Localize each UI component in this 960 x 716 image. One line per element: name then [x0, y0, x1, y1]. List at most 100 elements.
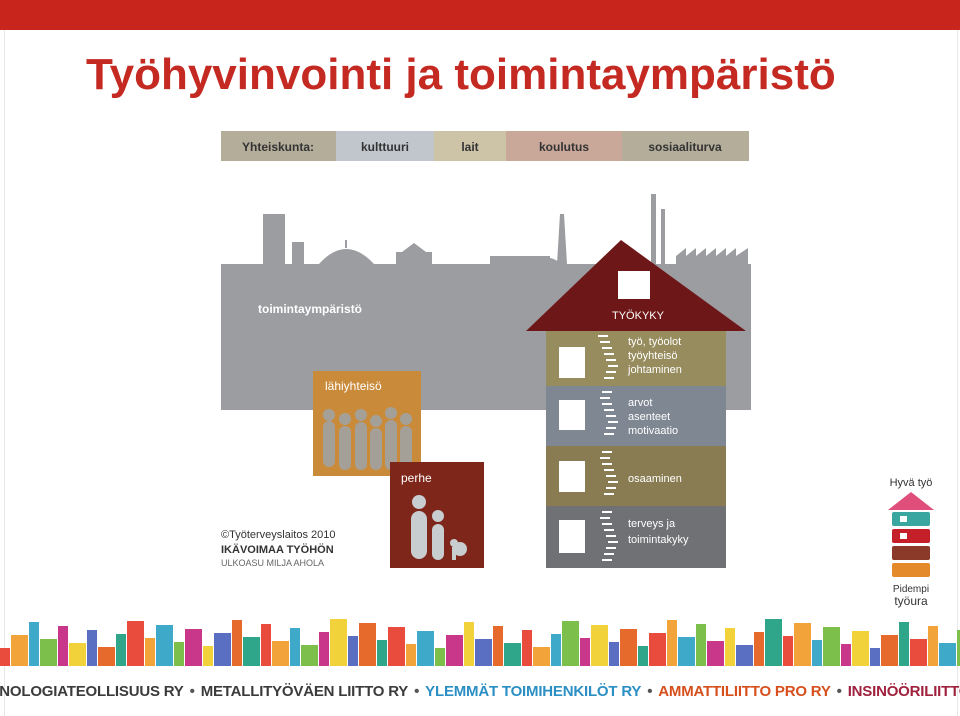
city-building — [232, 620, 242, 666]
family-box — [390, 462, 484, 568]
logo-block-2 — [892, 529, 930, 543]
society-item-box-0 — [336, 131, 434, 161]
city-building — [261, 624, 271, 666]
logo-block-4 — [892, 563, 930, 577]
church-base — [396, 252, 432, 264]
city-building — [736, 645, 753, 666]
city-building — [649, 633, 666, 666]
city-building — [562, 621, 579, 666]
roof-label: TYÖKYKY — [612, 310, 665, 322]
diagram-svg: Yhteiskunta: kulttuuri lait koulutus sos… — [221, 131, 751, 568]
city-building — [504, 643, 521, 666]
floor-2-line-2: asenteet — [628, 411, 670, 423]
city-building — [40, 639, 57, 666]
dome-spire — [345, 240, 347, 248]
environment-label: toimintaympäristö — [258, 302, 362, 316]
floor-4-line-2: toimintakyky — [628, 534, 689, 546]
city-building — [388, 627, 405, 666]
floor-1-line-3: johtaminen — [627, 364, 682, 376]
logo-roof — [888, 492, 934, 510]
city-building — [678, 637, 695, 666]
city-building — [156, 625, 173, 666]
credit-line-1: ©Työterveyslaitos 2010 — [221, 529, 336, 541]
city-building — [243, 637, 260, 666]
slide-title: Työhyvinvointi ja toimintaympäristö — [86, 50, 836, 99]
society-item-box-3 — [622, 131, 749, 161]
window-1 — [559, 347, 585, 378]
city-building — [591, 625, 608, 666]
city-building — [939, 643, 956, 666]
city-building — [754, 632, 764, 666]
city-building — [214, 633, 231, 666]
city-building — [145, 638, 155, 666]
society-item-education: koulutus — [539, 140, 589, 154]
chimney-right-1 — [651, 194, 656, 266]
city-building — [812, 640, 822, 666]
city-building — [272, 641, 289, 666]
society-item-box-2 — [506, 131, 622, 161]
footer-org-2: METALLITYÖVÄEN LIITTO RY — [200, 682, 409, 700]
window-3 — [559, 461, 585, 492]
logo-window-2 — [900, 533, 907, 539]
building-small — [292, 242, 304, 266]
city-building — [185, 629, 202, 666]
city-building — [580, 638, 590, 666]
city-building — [707, 641, 724, 666]
footer-separator: • — [647, 682, 653, 700]
community-people — [323, 407, 412, 470]
city-building — [852, 631, 869, 666]
factory-saw-roof — [676, 248, 748, 266]
city-building — [609, 642, 619, 666]
footer-separator: • — [189, 682, 195, 700]
logo-svg: Hyvä työ Pidempi työura — [888, 477, 934, 608]
footer-city-strip — [0, 610, 960, 666]
logo-top-text: Hyvä työ — [890, 477, 933, 489]
logo-bottom-line-1: Pidempi — [893, 584, 929, 595]
city-building — [406, 644, 416, 666]
city-building — [765, 619, 782, 666]
city-building — [348, 636, 358, 666]
society-item-social-security: sosiaaliturva — [648, 140, 722, 154]
society-item-culture: kulttuuri — [361, 140, 409, 154]
city-building — [910, 639, 927, 666]
floor-2-line-3: motivaatio — [628, 425, 678, 437]
city-building — [620, 629, 637, 666]
city-building — [464, 622, 474, 666]
logo-bottom-line-2: työura — [894, 594, 928, 608]
floor-texts: työ, työolot työyhteisö johtaminen arvot… — [627, 336, 689, 546]
chimney-left — [557, 214, 567, 264]
city-building — [493, 626, 503, 666]
city-building — [116, 634, 126, 666]
society-bar: Yhteiskunta: kulttuuri lait koulutus sos… — [221, 131, 749, 161]
footer-org-4: AMMATTILIITTO PRO RY — [658, 682, 831, 700]
footer-org-5: INSINÖÖRILIITTO RY — [847, 682, 960, 700]
logo-block-3 — [892, 546, 930, 560]
city-svg — [0, 619, 960, 666]
city-building — [330, 619, 347, 666]
logo-block-1 — [892, 512, 930, 526]
city-building — [533, 647, 550, 666]
city-building — [98, 647, 115, 666]
window-4 — [559, 520, 585, 553]
footer-org-1: TEKNOLOGIATEOLLISUUS RY — [0, 682, 184, 700]
building-tower — [263, 214, 285, 266]
city-building — [446, 635, 463, 666]
city-building — [870, 648, 880, 666]
city-building — [203, 646, 213, 666]
city-building — [174, 642, 184, 666]
city-building — [783, 636, 793, 666]
logo-window-1 — [900, 516, 907, 522]
city-building — [667, 620, 677, 666]
city-building — [359, 623, 376, 666]
credit-line-3: ULKOASU MILJA AHOLA — [221, 558, 324, 568]
city-building — [11, 635, 28, 666]
community-box — [313, 371, 421, 476]
credits: ©Työterveyslaitos 2010 IKÄVOIMAA TYÖHÖN … — [221, 529, 336, 568]
low-building — [490, 256, 550, 264]
footer-organizations: TEKNOLOGIATEOLLISUUS RY • METALLITYÖVÄEN… — [0, 676, 960, 706]
city-building — [435, 648, 445, 666]
city-building — [58, 626, 68, 666]
city-building — [551, 634, 561, 666]
city-building — [319, 632, 329, 666]
city-building — [841, 644, 851, 666]
